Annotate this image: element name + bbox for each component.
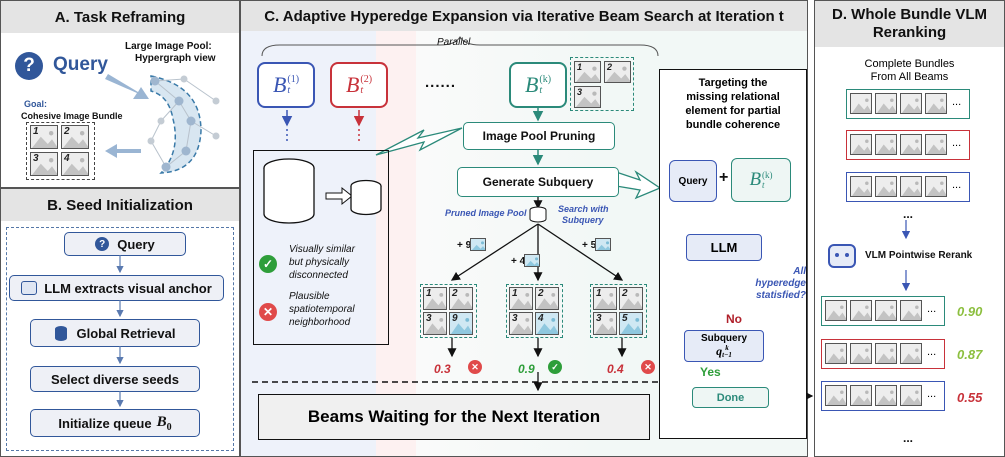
- query-icon: ?: [15, 52, 43, 80]
- candidate-add-2: + 4: [511, 256, 526, 267]
- pruning-detail-graphic: [263, 158, 382, 224]
- panel-a: A. Task Reframing ? Query Large Image Po…: [0, 0, 240, 188]
- beam-1: B(1)t: [257, 62, 315, 108]
- cohesive-bundle: [26, 122, 95, 180]
- goal-label: Goal:: [24, 99, 48, 109]
- beam-ellipsis: ......: [425, 74, 457, 91]
- step-global-retrieval-label: Global Retrieval: [76, 325, 176, 341]
- rerank-score-3: 0.55: [957, 390, 983, 405]
- done-box: Done: [692, 387, 769, 408]
- arrow-pool-to-bundle: [105, 144, 141, 158]
- bundle-label: Cohesive Image Bundle: [21, 111, 123, 121]
- step-query-label: Query: [117, 236, 155, 252]
- search-with-label-1: Search with: [558, 204, 609, 214]
- prune-hollow-arrow: [375, 127, 463, 156]
- database-icon: [54, 325, 67, 341]
- seed-arrows: [116, 255, 124, 408]
- vlm-rerank-label: VLM Pointwise Rerank: [865, 250, 973, 261]
- candidate-add-3: + 5: [582, 240, 597, 251]
- search-with-label-2: Subquery: [562, 215, 604, 225]
- cylinder-small: [529, 206, 547, 223]
- query-label: Query: [53, 54, 108, 75]
- beam-k-images: [570, 57, 634, 111]
- step-query: ? Query: [64, 232, 186, 256]
- arrow-query-to-pool: [105, 74, 149, 99]
- graph-nodes: [147, 75, 220, 172]
- check-icon: ✓: [259, 255, 277, 273]
- no-label: No: [726, 312, 742, 326]
- beam-k-chip: B(k)t: [731, 158, 791, 202]
- llm-box: LLM: [686, 234, 762, 261]
- step-llm-anchor: LLM extracts visual anchor: [9, 275, 224, 301]
- candidate-score-2: 0.9: [518, 362, 535, 376]
- waiting-beams: Beams Waiting for the Next Iteration: [258, 394, 650, 440]
- parallel-brace: [261, 36, 659, 57]
- plus-sign: +: [719, 169, 729, 186]
- vlm-robot-icon: [828, 244, 856, 268]
- step-global-retrieval: Global Retrieval: [30, 319, 200, 347]
- panel-b: B. Seed Initialization: [0, 188, 240, 457]
- pruning-detail: [253, 150, 389, 345]
- image-pool-pruning: Image Pool Pruning: [463, 122, 615, 150]
- yes-label: Yes: [700, 365, 721, 379]
- query-chip: Query: [669, 160, 717, 202]
- beam-k: B(k)t: [509, 62, 567, 108]
- dots-top: ...: [903, 207, 914, 221]
- rerank-score-2: 0.87: [957, 347, 983, 362]
- robot-icon: [21, 281, 38, 295]
- query-icon: ?: [95, 237, 110, 251]
- pool-label-1: Large Image Pool:: [125, 41, 212, 52]
- pruned-pool-label: Pruned Image Pool: [445, 208, 527, 218]
- dots-bottom: ...: [903, 431, 914, 445]
- rerank-score-1: 0.90: [957, 304, 983, 319]
- candidate-score-3: 0.4: [607, 362, 624, 376]
- panel-b-title: B. Seed Initialization: [1, 189, 239, 221]
- candidate-score-1: 0.3: [434, 362, 451, 376]
- pool-label-2: Hypergraph view: [135, 53, 216, 64]
- step-select-seeds: Select diverse seeds: [30, 366, 200, 392]
- cross-icon: ✕: [259, 303, 277, 321]
- step-select-seeds-label: Select diverse seeds: [51, 371, 179, 387]
- panel-a-title: A. Task Reframing: [1, 1, 239, 33]
- generate-subquery: Generate Subquery: [457, 167, 619, 197]
- hypergraph-view: [105, 74, 220, 174]
- candidate-reject-icon: ✕: [468, 360, 482, 374]
- step-llm-label: LLM extracts visual anchor: [44, 280, 212, 296]
- step-init-queue: Initialize queue B0: [30, 409, 200, 437]
- parallel-label: Parallel: [437, 37, 471, 48]
- panel-d-title: D. Whole Bundle VLM Reranking: [815, 1, 1004, 47]
- candidate-add-1: + 9: [457, 240, 472, 251]
- candidate-reject-icon: ✕: [641, 360, 655, 374]
- panel-c-title: C. Adaptive Hyperedge Expansion via Iter…: [241, 1, 807, 31]
- seed-steps-frame: [6, 227, 234, 451]
- queue-symbol: B0: [156, 413, 172, 433]
- candidate-accept-icon: ✓: [548, 360, 562, 374]
- subquery-hollow-arrow: [615, 170, 662, 200]
- step-init-queue-label: Initialize queue: [58, 415, 152, 431]
- beam-2: B(2)t: [330, 62, 388, 108]
